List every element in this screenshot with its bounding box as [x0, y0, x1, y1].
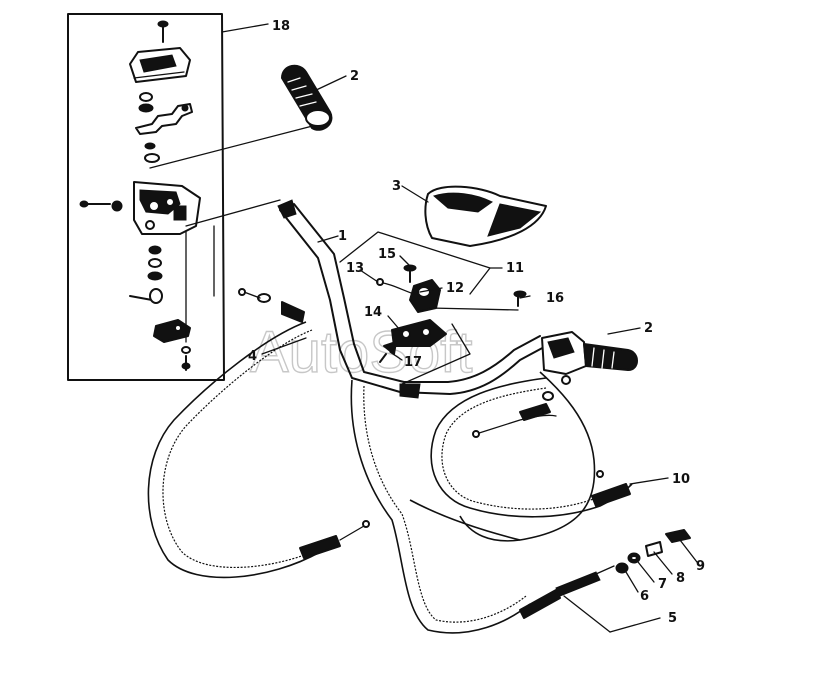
label-10: 10	[672, 472, 690, 487]
label-1: 1	[338, 229, 347, 244]
label-8: 8	[676, 571, 685, 586]
clamp-frame	[339, 231, 491, 385]
label-4: 4	[248, 349, 257, 364]
clutch-cable	[350, 379, 691, 634]
clamp-parts	[376, 264, 527, 363]
label-7: 7	[658, 577, 667, 592]
label-3: 3	[392, 179, 401, 194]
label-14: 14	[364, 305, 382, 320]
label-15: 15	[378, 247, 396, 262]
throttle-cable	[147, 288, 370, 579]
brake-cable	[409, 371, 633, 542]
label-13: 13	[346, 261, 364, 276]
label-12: 12	[446, 281, 464, 296]
label-2-right: 2	[644, 321, 653, 336]
label-6: 6	[640, 589, 649, 604]
left-grip	[281, 64, 333, 131]
left-switch-housing	[79, 20, 329, 371]
label-5: 5	[668, 611, 677, 626]
label-2-left: 2	[350, 69, 359, 84]
label-17: 17	[404, 355, 422, 370]
label-11: 11	[506, 261, 524, 276]
handlebar	[277, 199, 547, 399]
label-16: 16	[546, 291, 564, 306]
part-labels: 18 2 3 1 15 13 11 12 16 14 2 4 17 10 9 8…	[248, 19, 705, 626]
right-switch-grip	[541, 331, 638, 385]
switch-assembly-frame	[67, 13, 269, 381]
headlight-cover	[424, 185, 547, 247]
label-18: 18	[272, 19, 290, 34]
leader-lines	[261, 75, 701, 633]
label-9: 9	[696, 559, 705, 574]
